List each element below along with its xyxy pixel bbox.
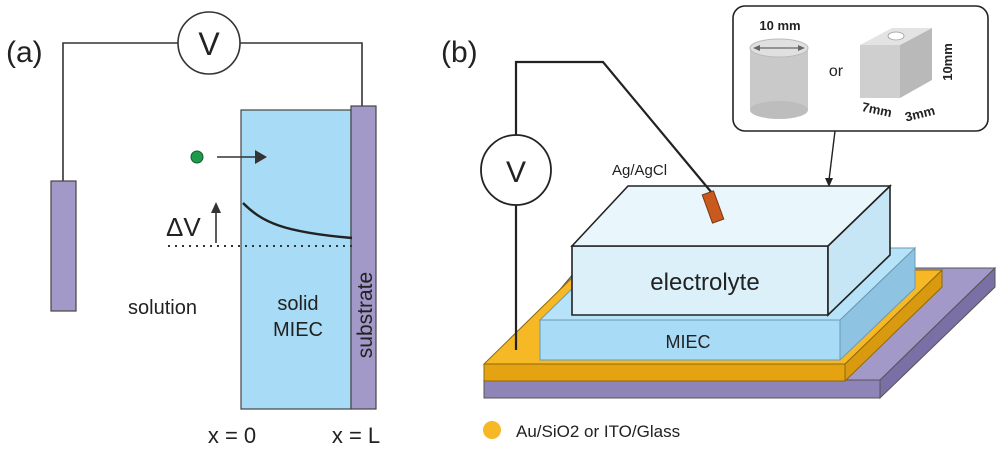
counter-electrode bbox=[50, 180, 77, 312]
voltmeter-b: V bbox=[480, 134, 552, 206]
legend-gold-dot bbox=[483, 421, 501, 439]
box-sample bbox=[860, 28, 932, 98]
voltmeter-a: V bbox=[177, 11, 241, 75]
wire-b bbox=[514, 60, 713, 350]
panel-b: (b) MIEC electrolyte bbox=[441, 5, 997, 441]
box-height-label: 10mm bbox=[940, 43, 955, 81]
solution-label: solution bbox=[128, 297, 197, 319]
particle-dot bbox=[190, 150, 204, 164]
potential-curve bbox=[242, 202, 353, 240]
inset-box: 10 mm or 10mm 7mm 3mm bbox=[732, 5, 989, 132]
agagcl-electrode bbox=[701, 190, 725, 224]
panel-b-label: (b) bbox=[441, 36, 478, 69]
electrolyte-label: electrolyte bbox=[650, 269, 759, 296]
inset-or-label: or bbox=[829, 63, 844, 80]
miec-label-b: MIEC bbox=[666, 332, 711, 352]
cylinder-dim-label: 10 mm bbox=[759, 18, 800, 33]
electrolyte-block bbox=[570, 184, 892, 317]
panel-a: (a) V substrate ΔV solution solid MIEC bbox=[6, 11, 380, 448]
inset-pointer-line bbox=[828, 130, 836, 181]
solid-label: solid bbox=[277, 293, 318, 315]
box-depth-label: 3mm bbox=[903, 103, 936, 125]
box-width-label: 7mm bbox=[861, 99, 894, 120]
voltmeter-b-circle bbox=[480, 134, 552, 206]
voltmeter-circle bbox=[177, 11, 241, 75]
delta-v-label: ΔV bbox=[166, 212, 201, 242]
voltmeter-b-symbol: V bbox=[506, 156, 526, 189]
agagcl-label: Ag/AgCl bbox=[612, 162, 667, 179]
x-zero-label: x = 0 bbox=[208, 423, 256, 448]
miec-label-a: MIEC bbox=[273, 319, 323, 341]
wire-left bbox=[62, 42, 178, 181]
substrate-label: substrate bbox=[354, 272, 377, 358]
cylinder-sample bbox=[749, 38, 809, 119]
particle-arrow-head bbox=[255, 150, 267, 164]
inset-pointer-head bbox=[825, 178, 833, 187]
panel-a-label: (a) bbox=[6, 36, 43, 69]
x-L-label: x = L bbox=[332, 423, 380, 448]
delta-v-arrow-head bbox=[211, 202, 221, 213]
voltmeter-symbol: V bbox=[198, 26, 220, 62]
wire-right bbox=[240, 42, 363, 106]
substrate-strip bbox=[350, 105, 377, 410]
legend-label: Au/SiO2 or ITO/Glass bbox=[516, 422, 680, 441]
